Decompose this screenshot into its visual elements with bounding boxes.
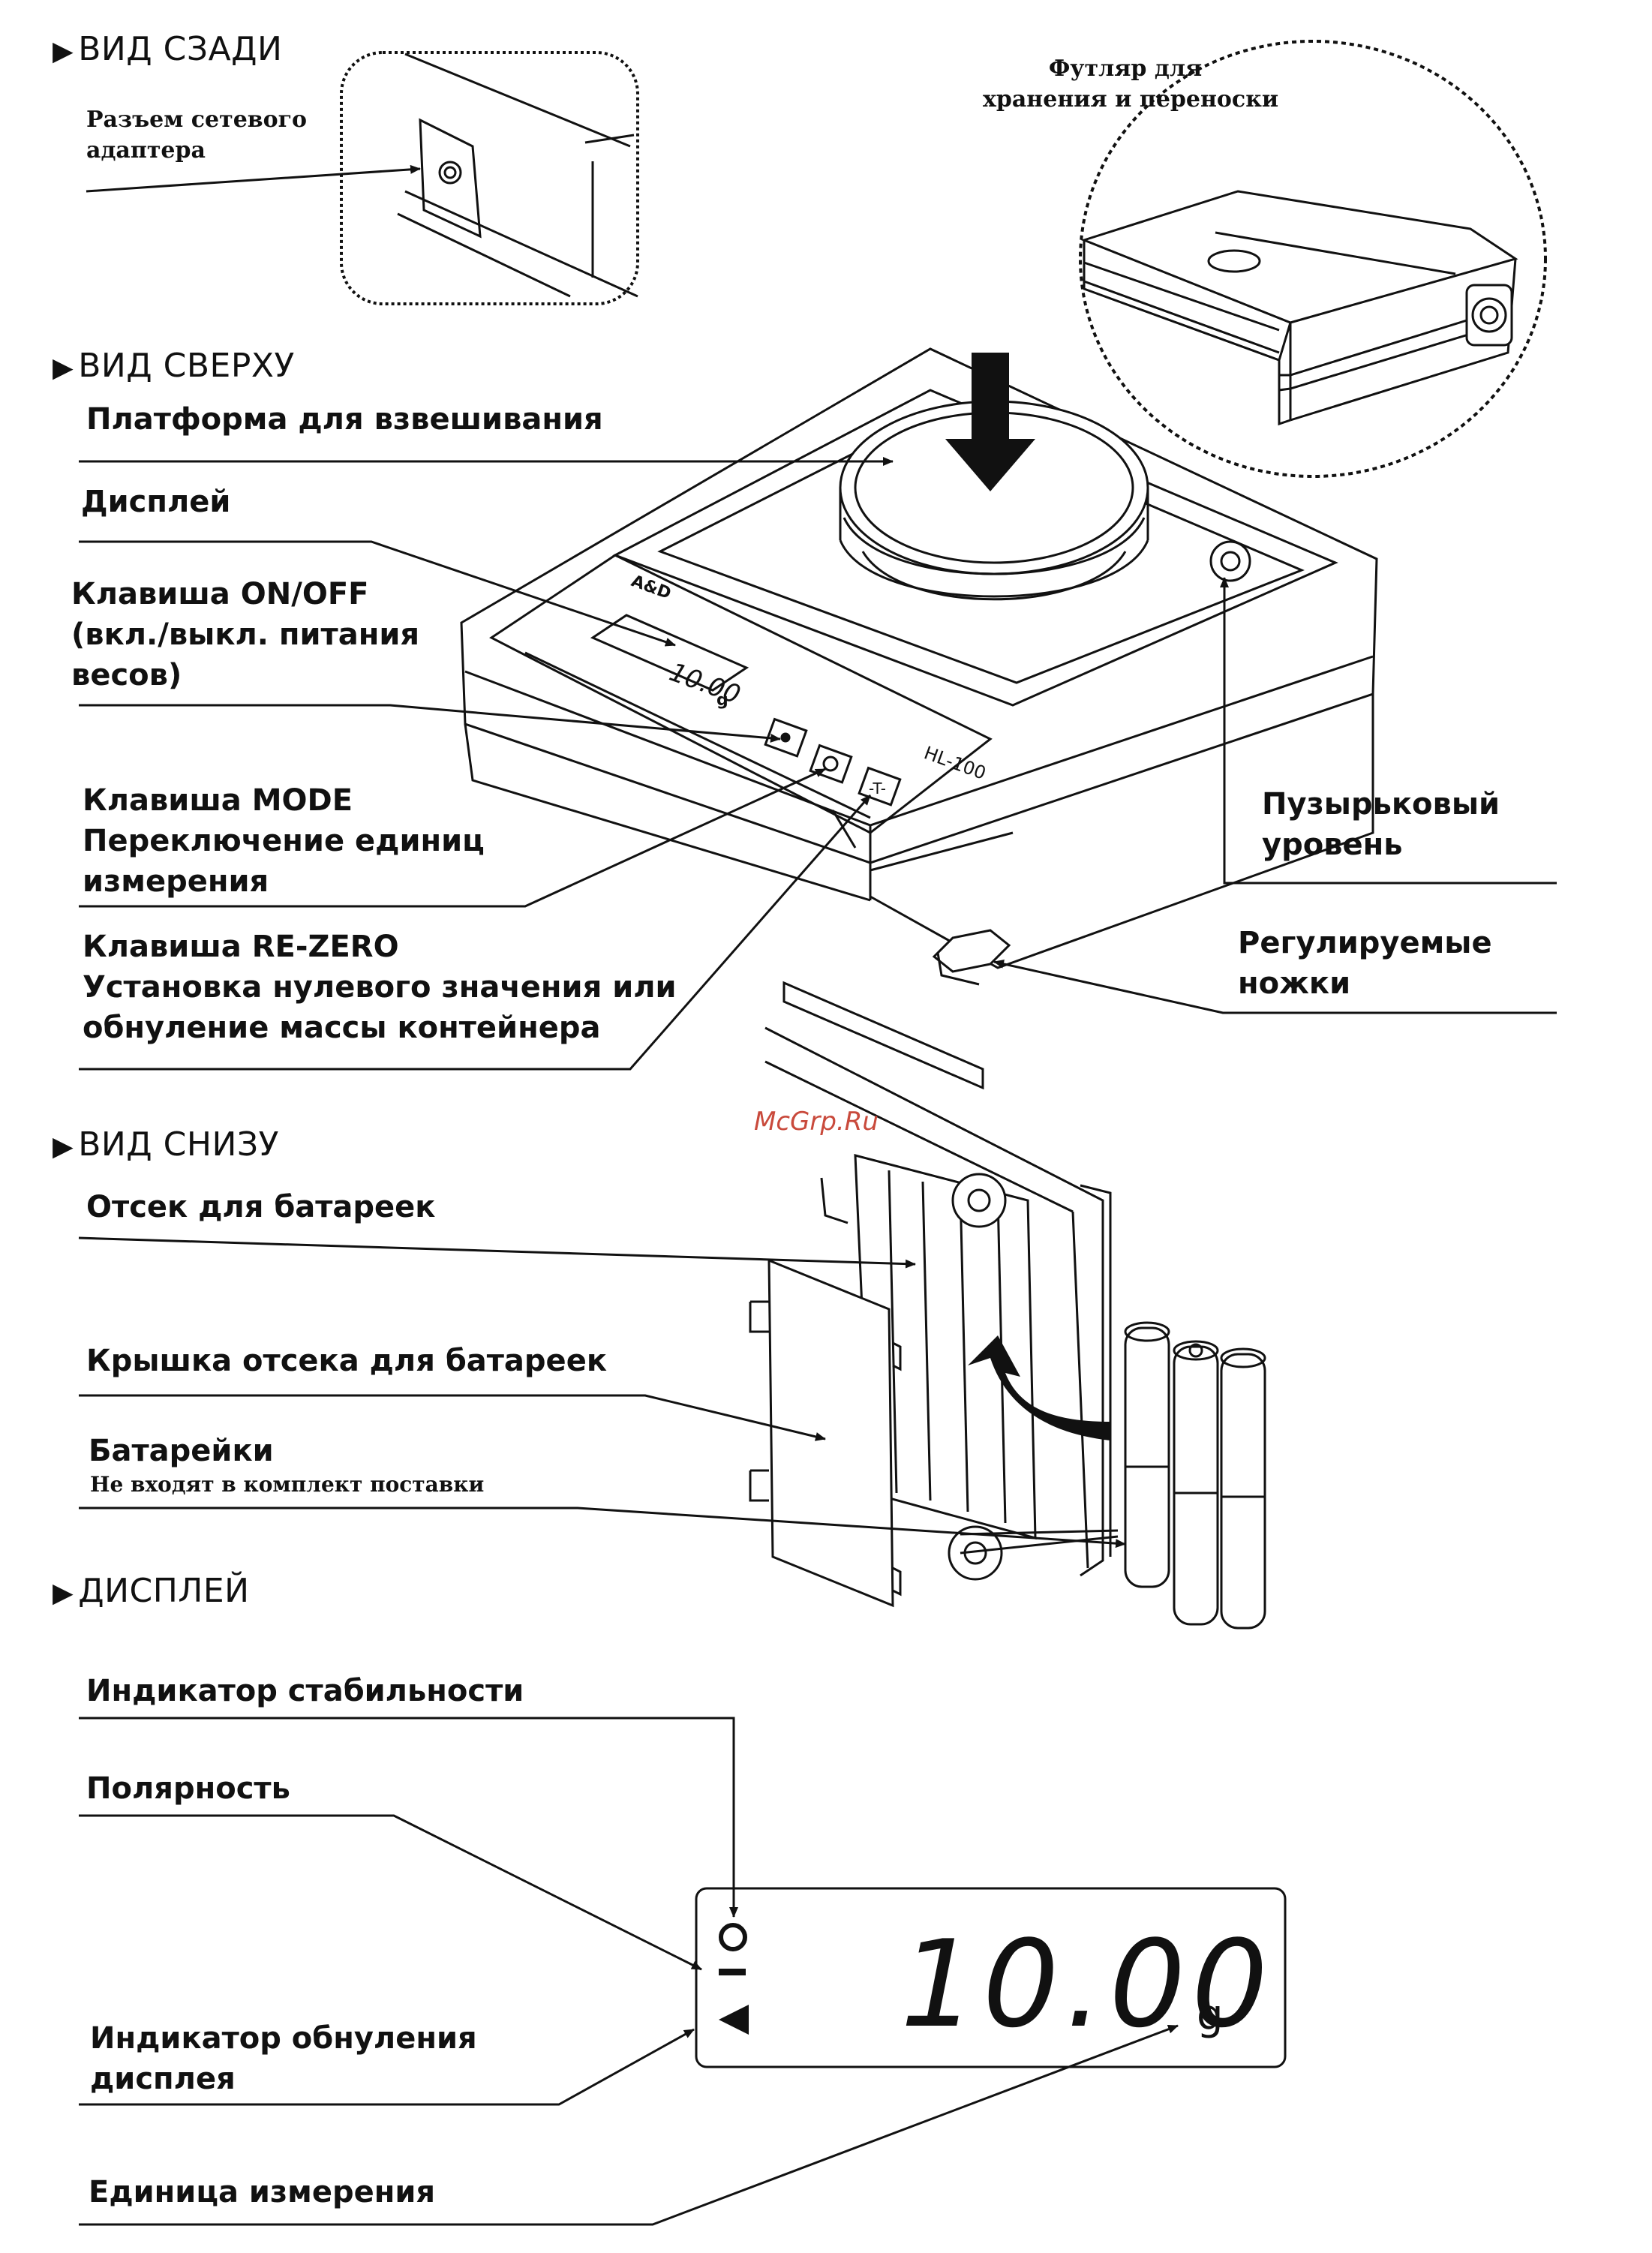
unit-label: Единица измерения [89,2175,436,2209]
battery-insert-arrow [968,1335,1110,1440]
onoff-key-label: Клавиша ON/OFF (вкл./выкл. питания весов… [71,577,420,692]
adjustable-feet-label: Регулируемые ножки [1238,926,1492,1001]
bullet-icon: ▶ [53,36,74,67]
lcd-reading: 10.00 [900,1914,1274,2054]
section-top-view: ▶ВИД СВЕРХУ [53,347,295,385]
carry-case-label: Футляр для хранения и переноски [983,56,1279,113]
batteries-note: Не входят в комплект поставки [90,1472,485,1497]
svg-text:-T-: -T- [869,780,886,798]
lcd-unit: g [1197,1991,1224,2040]
batteries-label: Батарейки [89,1434,274,1468]
bottom-view-leaders [78,1236,1126,1555]
bullet-icon: ▶ [53,353,74,383]
battery-cover-label: Крышка отсека для батареек [86,1344,607,1378]
scale-top-view: 10.00 g -T- HL-100 A&D [460,347,1378,986]
section-bottom-view: ▶ВИД СНИЗУ [53,1125,279,1164]
scale-bottom-view [749,981,1266,1630]
mode-key-label: Клавиша MODE Переключение единиц измерен… [83,783,485,899]
polarity-label: Полярность [86,1771,290,1806]
bullet-icon: ▶ [53,1131,74,1162]
battery-compartment-label: Отсек для батареек [86,1190,436,1224]
load-arrow [945,353,1035,491]
rezero-key-label: Клавиша RE-ZERO Установка нулевого значе… [83,930,677,1045]
adapter-label: Разъем сетевого адаптера [86,107,308,164]
top-view-leaders [79,457,1557,1071]
platform-label: Платформа для взвешивания [86,402,603,437]
display-label: Дисплей [81,485,231,519]
display-leaders [79,1717,1179,2226]
zero-indicator-label: Индикатор обнуления дисплея [90,2021,477,2096]
rear-view-detail [86,51,639,305]
device-display-unit: g [716,691,728,710]
section-display: ▶ДИСПЛЕЙ [53,1572,250,1610]
section-rear-view: ▶ВИД СЗАДИ [53,30,283,68]
lcd-panel [695,1887,1287,2068]
bullet-icon: ▶ [53,1578,74,1609]
carry-case [1079,40,1547,478]
stability-indicator-label: Индикатор стабильности [86,1674,524,1708]
bubble-level-label: Пузырьковый уровень [1262,787,1500,862]
watermark: McGrp.Ru [754,1107,879,1137]
adapter-leader [86,164,421,193]
